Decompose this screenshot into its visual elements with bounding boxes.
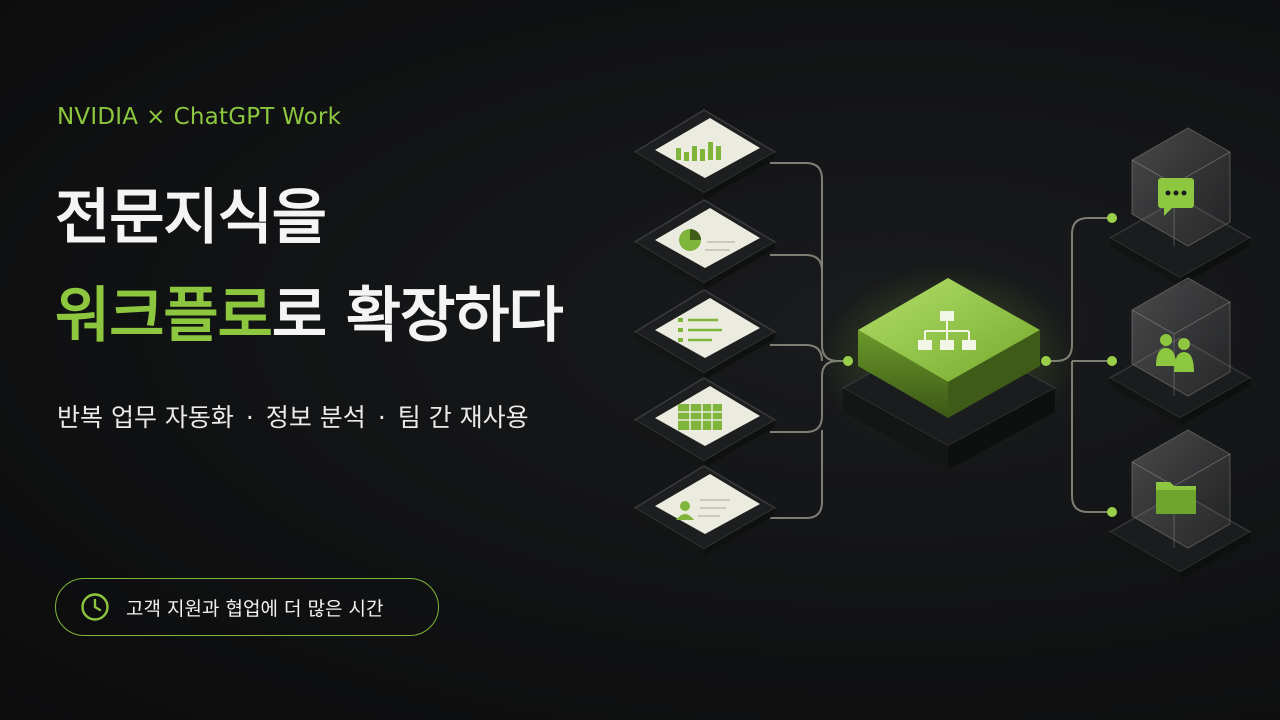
output-cube-folder [1108,429,1252,580]
brand-line: NVIDIA × ChatGPT Work [57,104,341,130]
pie-chart-document-icon [679,229,735,251]
brand-nvidia: NVIDIA [57,104,139,130]
brand-chatgpt-work: ChatGPT Work [173,104,342,130]
headline-line2: 워크플로로 확장하다 [55,286,564,346]
subtitle-separator: · [377,403,386,432]
input-tile-bar-chart [633,109,777,200]
folder-cube-icon [1156,482,1196,514]
input-tile-spreadsheet [633,377,777,468]
input-tile-profile [633,465,777,556]
cta-label: 고객 지원과 협업에 더 많은 시간 [126,597,384,620]
output-cube-chat [1108,127,1252,286]
output-cube-team [1108,277,1252,426]
workflow-hub [818,265,1078,470]
workflow-hub-icon [918,311,976,350]
team-cube-icon [1156,334,1194,372]
brand-separator: × [146,104,166,130]
clock-icon [81,593,109,621]
subtitle-separator: · [245,403,254,432]
cta-pill: 고객 지원과 협업에 더 많은 시간 [55,578,439,636]
subtitle: 반복 업무 자동화 · 정보 분석 · 팀 간 재사용 [57,398,529,434]
headline-rest: 로 확장하다 [271,281,564,351]
headline-line1: 전문지식을 [55,183,327,253]
checklist-document-icon [678,318,722,342]
profile-document-icon [676,499,730,520]
subtitle-item-automation: 반복 업무 자동화 [57,403,234,432]
headline-highlight: 워크플로 [55,281,273,351]
subtitle-item-analysis: 정보 분석 [265,403,366,432]
chat-cube-icon [1158,178,1194,216]
input-tile-pie-chart [633,199,777,290]
subtitle-item-reuse: 팀 간 재사용 [397,403,529,432]
input-tile-checklist [633,289,777,380]
bar-chart-document-icon [676,142,721,161]
spreadsheet-document-icon [678,404,722,430]
